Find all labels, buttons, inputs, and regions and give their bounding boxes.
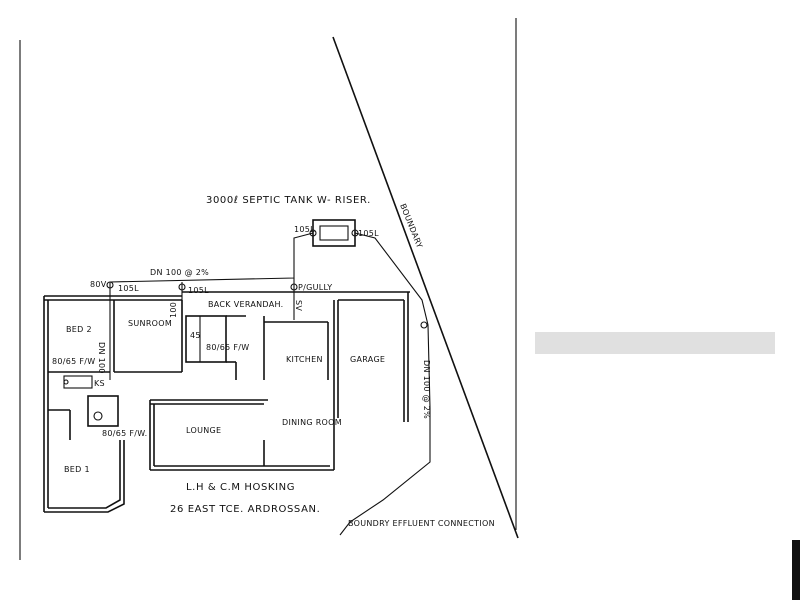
sv-label: SV	[294, 300, 303, 311]
owner-name: L.H & C.M HOSKING	[186, 482, 295, 493]
io-label-c: 105L	[294, 225, 315, 234]
pipe-side-label: DN 100 @ 2%	[422, 360, 431, 419]
room-lounge: LOUNGE	[186, 426, 221, 435]
room-dining: DINING ROOM	[282, 418, 342, 427]
gully-label: P/GULLY	[298, 283, 332, 292]
size-45-label: 45	[190, 331, 201, 340]
dn100-left-label: DN 100	[97, 342, 106, 374]
room-garage: GARAGE	[350, 355, 385, 364]
fw-mid-label: 80/65 F/W	[206, 343, 250, 352]
room-sunroom: SUNROOM	[128, 319, 172, 328]
scan-edge-mark	[792, 540, 800, 600]
pipe-main-label: DN 100 @ 2%	[150, 268, 209, 277]
room-back-verandah: BACK VERANDAH.	[208, 300, 284, 309]
vent-label: 80V	[90, 280, 107, 289]
ks-label: KS	[94, 379, 105, 388]
size-100-label: 100	[169, 302, 178, 318]
effluent-connection-label: BOUNDRY EFFLUENT CONNECTION	[348, 519, 495, 528]
pipework	[106, 229, 431, 536]
io-label-b: 105L	[188, 286, 209, 295]
scan-smudge	[535, 332, 775, 354]
room-bed1: BED 1	[64, 465, 90, 474]
property-address: 26 EAST TCE. ARDROSSAN.	[170, 504, 320, 515]
room-kitchen: KITCHEN	[286, 355, 323, 364]
boundary-line	[332, 36, 519, 539]
io-label-a: 105L	[118, 284, 139, 293]
room-bed2: BED 2	[66, 325, 92, 334]
fw-bed2-label: 80/65 F/W	[52, 357, 96, 366]
fw-bed1-label: 80/65 F/W.	[102, 429, 147, 438]
walls	[43, 291, 410, 513]
septic-tank	[312, 219, 356, 247]
septic-tank-label: 3000ℓ SEPTIC TANK W- RISER.	[206, 195, 371, 206]
io-label-d: 105L	[358, 229, 379, 238]
